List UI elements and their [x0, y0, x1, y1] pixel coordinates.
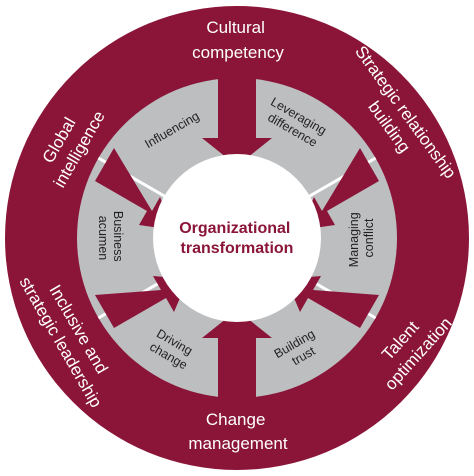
inner-label-acumen: acumen	[96, 216, 110, 261]
inner-label-business: Business	[111, 211, 125, 262]
center-title-line2: transformation	[181, 240, 294, 257]
arrow-lower-left	[95, 276, 188, 328]
svg-text:Business acumen: Business acumen	[96, 211, 125, 265]
arrow-lower-right	[286, 276, 379, 328]
center-circle	[153, 154, 321, 322]
arrows	[95, 78, 379, 398]
inner-label-conflict: conflict	[362, 218, 376, 257]
arrow-upper-right	[300, 148, 379, 230]
arrow-upper-left	[95, 148, 174, 230]
svg-text:Managing conflict: Managing conflict	[347, 209, 376, 267]
outer-label-competency: competency	[192, 43, 284, 62]
svg-text:Organizational transformat: Organizational transformation	[179, 220, 295, 257]
center-title-line1: Organizational	[179, 220, 290, 237]
svg-text:Cultural competency: Cultural competency	[192, 18, 284, 62]
svg-text:Change management: Change management	[188, 410, 288, 453]
outer-label-change: Change	[206, 410, 266, 429]
arrow-bottom	[202, 310, 272, 398]
outer-label-management: management	[188, 434, 288, 453]
inner-label-managing: Managing	[347, 212, 361, 267]
outer-label-cultural: Cultural	[206, 18, 265, 37]
arrow-top	[202, 78, 272, 166]
